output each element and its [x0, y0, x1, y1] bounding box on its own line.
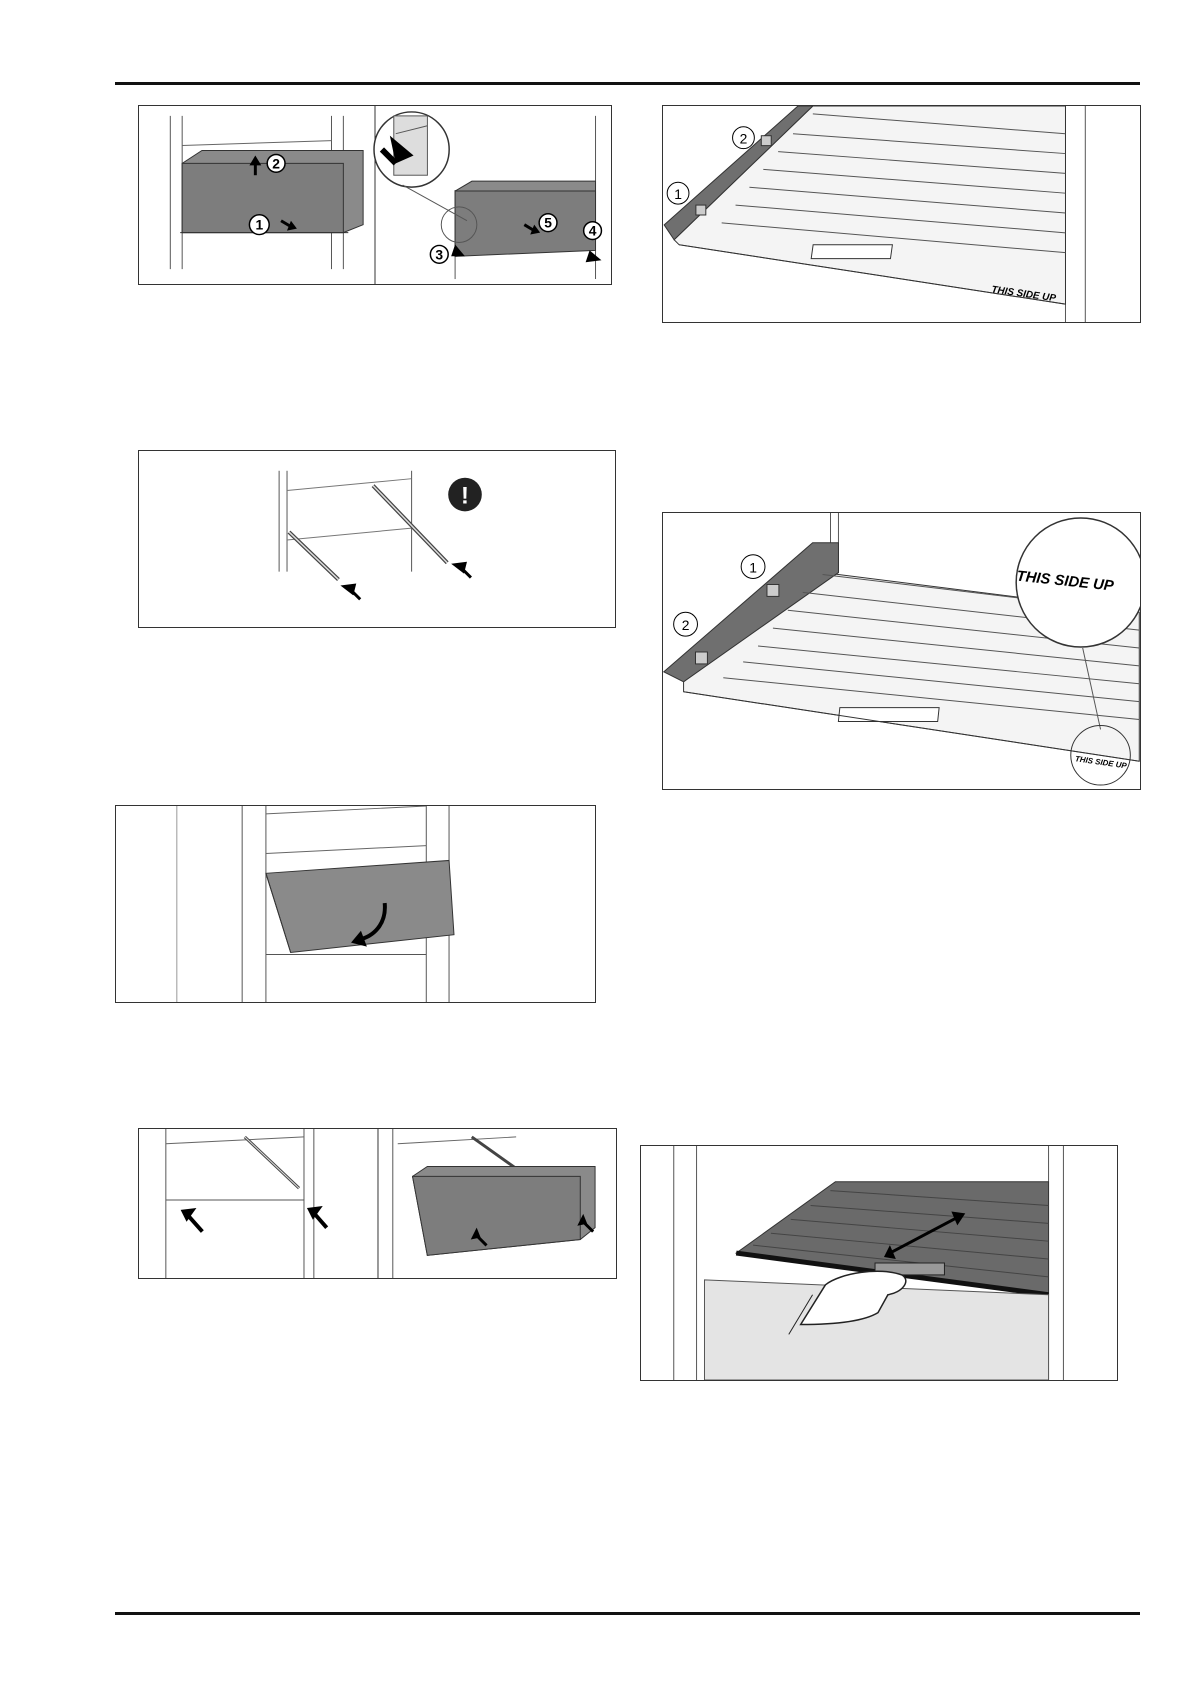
figure-glass-shelf-bottom: THIS SIDE UP THIS SIDE UP 1 2 — [662, 512, 1141, 790]
warning-symbol: ! — [461, 483, 469, 509]
step-1-label-top: 1 — [674, 186, 682, 202]
step-3-callout: 3 — [430, 245, 448, 263]
step-1-label: 1 — [255, 217, 263, 233]
rails-warning-illustration: ! — [139, 451, 615, 627]
step-4-label: 4 — [589, 223, 597, 239]
exclamation-icon: ! — [448, 478, 482, 512]
step-5-callout: 5 — [539, 214, 557, 232]
footer-rule — [115, 1612, 1140, 1615]
step-2-callout: 2 — [267, 154, 285, 172]
step-2-label: 2 — [272, 155, 280, 171]
figure-drawer-removal: 2 1 3 5 — [138, 105, 612, 285]
glass-shelf-top-illustration: THIS SIDE UP 2 1 — [663, 106, 1140, 322]
figure-rails-warning: ! — [138, 450, 616, 628]
step-2-label-top: 2 — [740, 131, 748, 147]
figure-glass-shelf-top: THIS SIDE UP 2 1 — [662, 105, 1141, 323]
figure-drawer-insert — [138, 1128, 617, 1279]
step-1-callout-bottom: 1 — [741, 555, 765, 579]
shelf-pull-illustration — [641, 1146, 1117, 1380]
header-rule — [115, 82, 1140, 85]
figure-drawer-tilt — [115, 805, 596, 1003]
step-2-callout-bottom: 2 — [674, 612, 698, 636]
step-2-label-bottom: 2 — [682, 617, 690, 633]
drawer-tilt-illustration — [116, 806, 595, 1002]
drawer-insert-illustration — [139, 1129, 616, 1278]
figure-shelf-pull — [640, 1145, 1118, 1381]
step-1-label-bottom: 1 — [749, 560, 757, 576]
step-3-label: 3 — [435, 246, 443, 262]
step-1-callout: 1 — [249, 215, 269, 235]
step-2-callout-top: 2 — [733, 127, 755, 149]
step-1-callout-top: 1 — [667, 182, 689, 204]
step-4-callout: 4 — [584, 222, 602, 240]
drawer-removal-illustration: 2 1 3 5 — [139, 106, 611, 284]
glass-shelf-bottom-illustration: THIS SIDE UP THIS SIDE UP 1 2 — [663, 513, 1140, 789]
step-5-label: 5 — [544, 215, 552, 231]
